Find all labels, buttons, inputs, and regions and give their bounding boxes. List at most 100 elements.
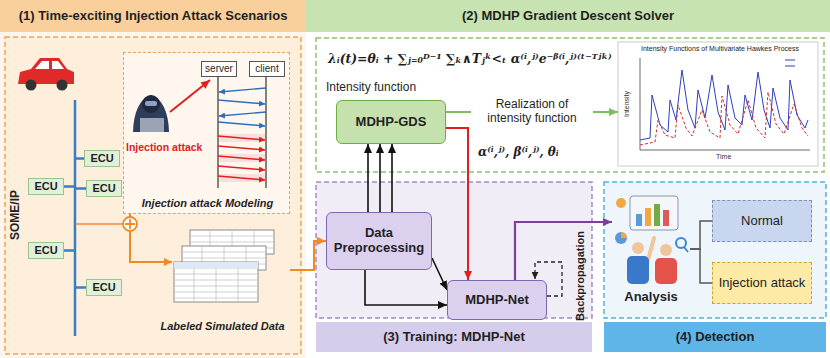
car-icon <box>18 58 74 91</box>
intensity-plot <box>618 42 818 166</box>
merge-symbol <box>123 217 137 231</box>
intensity-line <box>640 92 808 145</box>
table-header <box>174 262 258 268</box>
panel-ground <box>0 0 306 358</box>
box-text: ECU <box>34 180 57 193</box>
box-text: ECU <box>92 281 115 294</box>
axis-label: Time <box>716 153 731 161</box>
connector-arrow <box>365 270 447 305</box>
feed-arrow <box>130 231 172 262</box>
message-arrow <box>219 112 266 116</box>
connector-arrow <box>379 144 381 212</box>
caption-text: (1) Time-exciting Injection Attack Scena… <box>0 0 306 32</box>
caption-text: Analysis <box>612 289 690 306</box>
bar <box>654 204 660 226</box>
message-band <box>219 174 265 182</box>
box-text: client <box>255 63 278 75</box>
bus-lines <box>64 100 86 336</box>
caption-text: (2) MDHP Gradient Descent Solver <box>306 0 830 32</box>
normal-messages <box>218 88 266 126</box>
arm <box>648 238 654 260</box>
bar <box>663 210 669 226</box>
attack-box: Injection attack <box>712 262 812 304</box>
detection-panel: (4) Detection Analysis NormalInjection att… <box>602 176 830 358</box>
server-box: server <box>201 61 237 77</box>
box-text: server <box>205 63 233 75</box>
bus-stub <box>64 185 75 188</box>
model-box: MDHP-Net <box>447 280 547 320</box>
lifeline <box>265 76 266 188</box>
attack-model-box: Injection attack Modeling server client <box>123 52 290 214</box>
message-arrow <box>218 146 265 150</box>
formula-caption: Intensity function <box>326 81 416 95</box>
box-text: ECU <box>90 152 113 165</box>
connector-arrow <box>432 258 447 290</box>
caption-text: Labeled Simulated Data <box>155 318 290 335</box>
bus-stub <box>64 249 75 252</box>
person-head <box>632 242 644 254</box>
feed-line <box>76 223 123 225</box>
connector-arrow <box>446 128 468 280</box>
ecu-box: ECU <box>86 180 122 197</box>
message-arrow <box>218 136 265 140</box>
intensity-chart: Intensity Functions of Multivariate Hawk… <box>618 42 818 166</box>
loop-label: Backpropagation <box>574 231 587 321</box>
bus-stub <box>75 286 86 289</box>
training-panel: (3) Training: MDHP-NetData Preprocessing… <box>306 176 602 358</box>
lifeline <box>217 76 218 188</box>
connector-arrow <box>391 144 393 212</box>
analysis-figure: Analysis <box>612 190 690 308</box>
client-box: client <box>249 61 285 77</box>
data-tables <box>174 230 274 302</box>
box-text: MDHP-GDS <box>356 115 427 130</box>
panel-frame <box>5 37 301 354</box>
hacker-head <box>142 95 160 113</box>
message-arrow <box>218 166 265 170</box>
bus-stub <box>75 157 84 160</box>
board <box>630 196 678 230</box>
box-text: Injection attack <box>719 276 806 291</box>
message-arrow <box>219 88 266 92</box>
car-wheel <box>57 80 68 91</box>
normal-box: Normal <box>712 200 812 242</box>
caption-text: Injection attack Modeling <box>124 195 291 212</box>
hacker-body <box>133 95 169 132</box>
ecu-box: ECU <box>86 279 122 296</box>
magnifier <box>684 247 688 252</box>
magnifier <box>676 238 686 248</box>
pie <box>615 232 627 244</box>
message-arrow <box>218 122 265 126</box>
axis-label: Intensity <box>623 91 631 117</box>
message-band <box>219 134 265 142</box>
ecu-box: ECU <box>28 242 64 259</box>
box-text: Normal <box>741 214 783 229</box>
plot-legend-line <box>785 60 795 66</box>
message-arrow <box>218 156 265 160</box>
table-grid <box>174 262 258 302</box>
edge-label: Realization of intensity function <box>471 97 593 127</box>
caption-text: Intensity Functions of Multivariate Hawk… <box>626 43 814 55</box>
box-text: MDHP-Net <box>465 293 529 308</box>
connector-arrow <box>290 241 326 270</box>
message-band <box>219 154 265 162</box>
dataset-figure: Labeled Simulated Data <box>155 226 290 338</box>
person <box>655 258 677 284</box>
car-body <box>18 58 74 84</box>
box-text: Data Preprocessing <box>330 226 428 256</box>
plot-axes <box>640 58 810 150</box>
attack-label: Injection attack <box>126 141 202 153</box>
pie-slice <box>621 232 627 238</box>
connector-arrow <box>690 221 712 249</box>
connector-arrow <box>515 222 612 280</box>
table-sheet <box>174 262 258 302</box>
box-ground <box>123 52 290 214</box>
message-arrow <box>218 176 265 180</box>
caption-text: (4) Detection <box>604 322 826 352</box>
hacker-icon <box>133 95 169 132</box>
solver-box: MDHP-GDS <box>336 100 446 144</box>
bus-label: SOME/IP <box>9 190 23 240</box>
person-head <box>660 244 672 256</box>
message-arrow <box>218 100 265 104</box>
analysis-icon <box>615 196 688 284</box>
merge-symbol <box>125 219 135 229</box>
